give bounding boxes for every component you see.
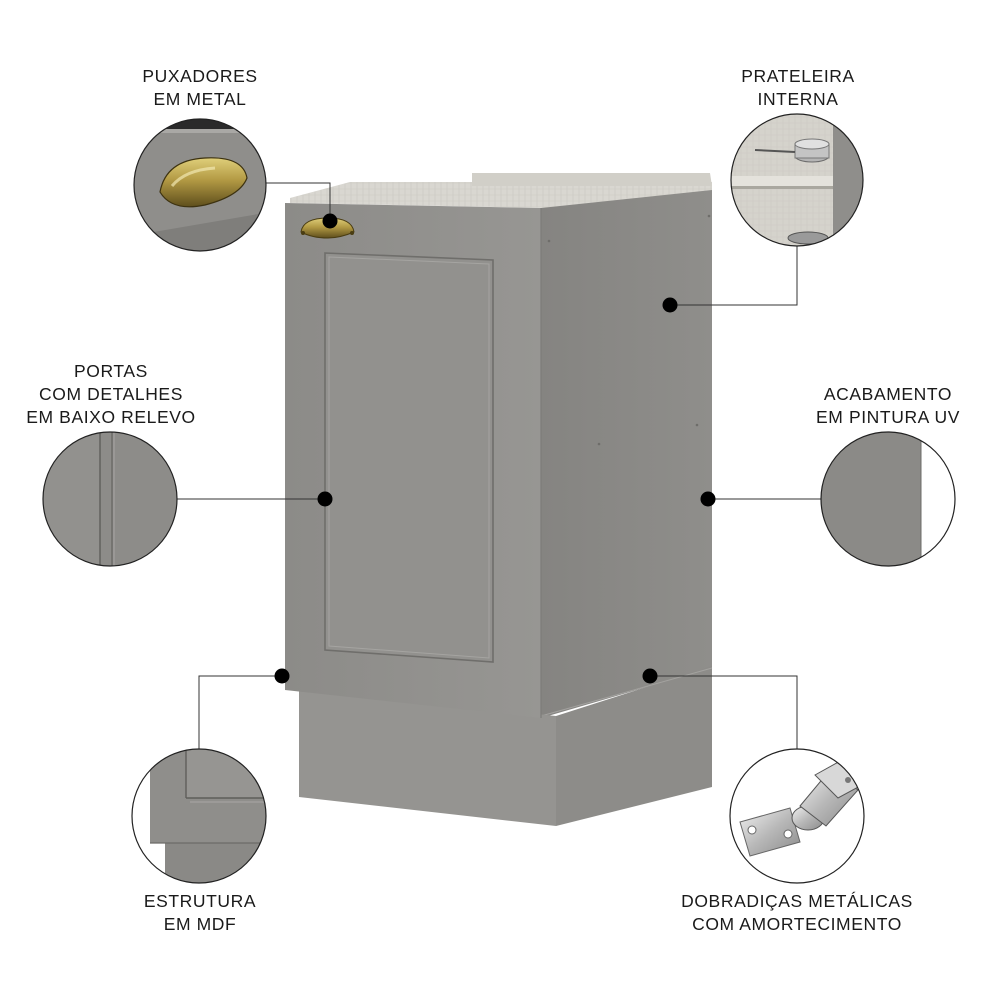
mdf-structure-icon (131, 748, 267, 884)
label-handles-line2: EM METAL (153, 89, 247, 109)
callout-lines (177, 182, 821, 749)
label-shelf: PRATELEIRA INTERNA (698, 65, 898, 111)
label-structure: ESTRUTURA EM MDF (100, 890, 300, 936)
label-hinges-line1: DOBRADIÇAS METÁLICAS (681, 891, 913, 911)
label-finish: ACABAMENTO EM PINTURA UV (778, 383, 998, 429)
callout-dot-handles (322, 213, 338, 229)
label-doors-line3: EM BAIXO RELEVO (26, 407, 196, 427)
door-relief-inner (328, 256, 490, 659)
brass-handle-icon (133, 118, 267, 252)
countertop-back-panel (472, 173, 712, 186)
label-hinges-line2: COM AMORTECIMENTO (692, 914, 902, 934)
label-structure-line1: ESTRUTURA (143, 891, 257, 911)
callout-dot-doors (317, 491, 333, 507)
uv-finish-icon (820, 431, 956, 567)
cabinet (285, 173, 713, 826)
hinge-icon (729, 748, 865, 884)
label-finish-line2: EM PINTURA UV (816, 407, 960, 427)
callout-line-hinges (650, 675, 798, 749)
door-relief-icon (42, 431, 178, 567)
label-hinges: DOBRADIÇAS METÁLICAS COM AMORTECIMENTO (650, 890, 944, 936)
callout-dot-finish (700, 491, 716, 507)
label-finish-line1: ACABAMENTO (823, 384, 953, 404)
cabinet-side-panel (541, 190, 712, 718)
cabinet-side-plinth (556, 666, 712, 826)
callout-dot-shelf (662, 297, 678, 313)
shelf-detail-icon (730, 113, 864, 247)
callout-dots (274, 213, 716, 684)
callout-line-structure (198, 675, 282, 749)
label-handles: PUXADORES EM METAL (100, 65, 300, 111)
cabinet-front-plinth (299, 690, 556, 826)
label-handles-line1: PUXADORES (142, 66, 258, 86)
label-doors-line2: COM DETALHES (39, 384, 183, 404)
label-doors: PORTAS COM DETALHES EM BAIXO RELEVO (0, 360, 222, 429)
callout-line-shelf (670, 246, 798, 306)
callout-dot-structure (274, 668, 290, 684)
label-doors-line1: PORTAS (74, 361, 148, 381)
callout-dot-hinges (642, 668, 658, 684)
callout-line-handles (266, 182, 331, 221)
label-shelf-line1: PRATELEIRA (741, 66, 855, 86)
label-shelf-line2: INTERNA (757, 89, 839, 109)
label-structure-line2: EM MDF (163, 914, 237, 934)
door-relief-panel (324, 252, 494, 663)
